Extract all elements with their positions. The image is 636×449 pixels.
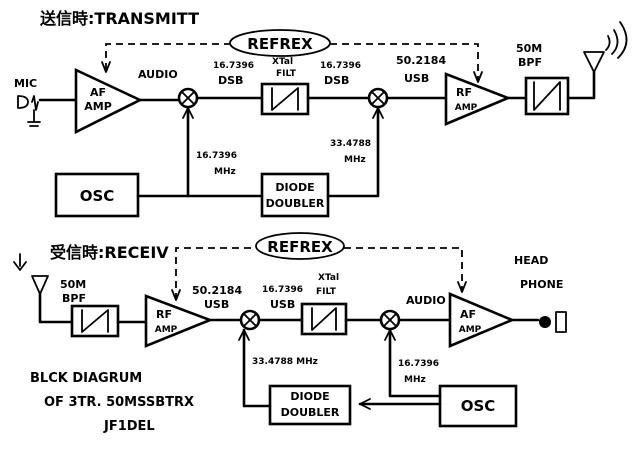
rx-diode-doubler: DIODE DOUBLER (268, 384, 352, 426)
tx-filt-label: FILT (276, 69, 297, 79)
rx-bpf: 50M BPF (60, 278, 120, 338)
rx-af-amp-label-1: AF (460, 308, 476, 321)
tx-mic-label: MIC (14, 77, 37, 90)
tx-bpf-label-2: BPF (518, 56, 542, 69)
tx-bpf-label-1: 50M (516, 42, 542, 55)
rx-osc-unit: MHz (404, 375, 426, 385)
tx-refrex-label: REFREX (247, 35, 313, 53)
tx-rf-amp: RF AMP (444, 72, 512, 126)
headphone-icon (539, 311, 567, 333)
caption-line-2: OF 3TR. 50MSSBTRX (44, 395, 194, 410)
tx-rf-amp-label-1: RF (456, 86, 472, 99)
tx-osc-freq: 16.7396 (196, 151, 237, 161)
rx-filt-label: FILT (316, 287, 337, 297)
tx-xtal-filter: XTal FILT (260, 57, 310, 116)
tx-osc-label: OSC (80, 187, 115, 205)
tx-usb-freq: 50.2184 (396, 54, 446, 67)
tx-rf-amp-label-2: AMP (455, 103, 478, 113)
tx-dsb-label-1: DSB (218, 74, 243, 87)
tx-diode-label: DIODE (275, 181, 314, 194)
tx-antenna-icon (583, 21, 628, 73)
rx-mixer-1 (239, 309, 261, 331)
rx-refrex-label: REFREX (267, 238, 333, 256)
tx-af-amp-label-2: AMP (84, 100, 112, 113)
rx-dbl-freq: 33.4788 MHz (252, 357, 318, 367)
tx-audio-label: AUDIO (138, 68, 178, 81)
rx-usb-freq: 50.2184 (192, 284, 242, 297)
rx-antenna-icon (13, 253, 49, 295)
rx-bpf-label-1: 50M (60, 278, 86, 291)
tx-diode-doubler: DIODE DOUBLER (260, 172, 330, 218)
tx-refrex-loop: REFREX (101, 29, 483, 83)
tx-af-amp-label-1: AF (90, 86, 106, 99)
tx-dbl-unit: MHz (344, 155, 366, 165)
tx-usb-label: USB (404, 72, 429, 85)
rx-af-amp: AF AMP (448, 292, 516, 348)
rx-rf-amp-label-2: AMP (155, 325, 178, 335)
tx-header: 送信時:TRANSMITT (39, 9, 199, 28)
tx-dsb-freq-1: 16.7396 (213, 61, 254, 71)
tx-osc: OSC (54, 172, 140, 218)
tx-af-amp: AF AMP (74, 67, 143, 135)
tx-doubler-label: DOUBLER (266, 197, 325, 210)
caption-line-3: JF1DEL (103, 419, 155, 434)
rx-rf-amp-label-1: RF (156, 308, 172, 321)
rx-refrex-loop: REFREX (171, 232, 467, 301)
tx-dsb-freq-2: 16.7396 (320, 61, 361, 71)
rx-doubler-label: DOUBLER (281, 406, 340, 419)
rx-head-label: HEAD (514, 254, 548, 267)
rx-osc-freq: 16.7396 (398, 359, 439, 369)
rx-filt-freq: 16.7396 (262, 285, 303, 295)
tx-mic: MIC (14, 77, 41, 127)
rx-audio-label: AUDIO (406, 294, 446, 307)
rx-mixer-2 (379, 309, 401, 331)
tx-bpf: 50M BPF (516, 42, 570, 116)
rx-af-amp-label-2: AMP (459, 325, 482, 335)
tx-dsb-label-2: DSB (324, 74, 349, 87)
rx-phone-label: PHONE (520, 278, 563, 291)
diagram-caption: BLCK DIAGRUM OF 3TR. 50MSSBTRX JF1DEL (30, 371, 194, 434)
caption-line-1: BLCK DIAGRUM (30, 371, 142, 386)
rx-header: 受信時:RECEIV (50, 243, 169, 262)
rx-osc: OSC (438, 384, 518, 428)
rx-rf-amp: RF AMP (144, 294, 214, 348)
rx-osc-label: OSC (461, 397, 496, 415)
rx-diode-label: DIODE (290, 390, 329, 403)
tx-mixer-1 (177, 87, 199, 109)
rx-xtal-label: XTal (318, 273, 339, 283)
tx-dbl-freq: 33.4788 (330, 139, 371, 149)
tx-osc-unit: MHz (214, 167, 236, 177)
tx-mixer-2 (367, 87, 389, 109)
rx-bpf-label-2: BPF (62, 292, 86, 305)
rx-usb-label-2: USB (270, 298, 295, 311)
rx-xtal-filter: XTal FILT (300, 273, 348, 336)
rx-usb-label: USB (204, 298, 229, 311)
tx-xtal-label: XTal (272, 57, 293, 67)
